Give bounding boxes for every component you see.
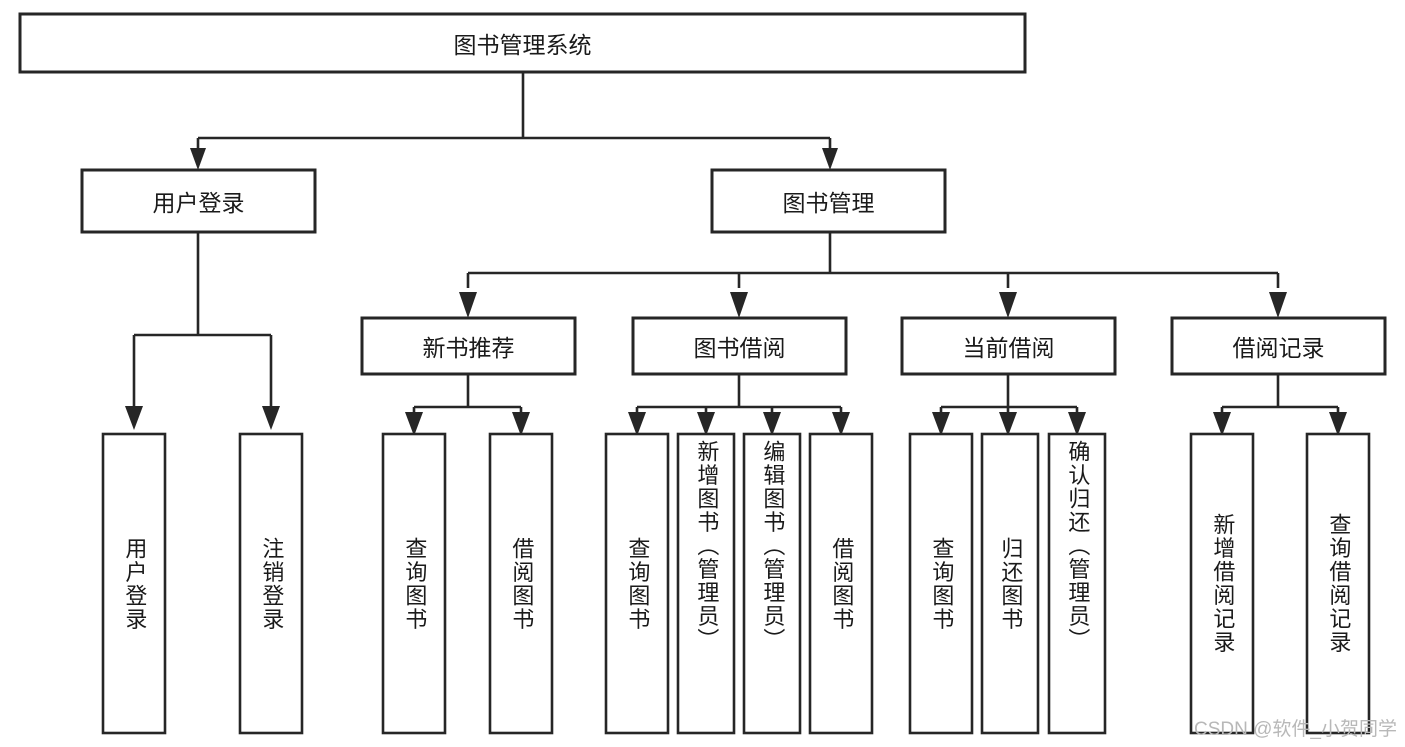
- node-box-book-borrow[interactable]: [631, 316, 848, 376]
- edge-book-borrow-trunk: [635, 374, 843, 414]
- arrow-new-book-leaf-1: [405, 412, 423, 436]
- node-box-leaf-add-record[interactable]: [1189, 432, 1255, 735]
- arrow-new-book-leaf-2: [512, 412, 530, 436]
- node-box-leaf-query-book-2[interactable]: [604, 432, 670, 735]
- arrow-borrow-record-leaf-2: [1329, 412, 1347, 436]
- arrow-book-manage-to-book-borrow: [730, 292, 748, 318]
- node-box-leaf-return-book[interactable]: [980, 432, 1040, 735]
- arrow-book-manage-to-borrow-record: [1269, 292, 1287, 318]
- node-box-borrow-record[interactable]: [1170, 316, 1387, 376]
- edge-borrow-record-trunk: [1220, 374, 1340, 414]
- edge-current-borrow-trunk: [939, 374, 1079, 414]
- node-box-new-book-recommend[interactable]: [360, 316, 577, 376]
- node-box-leaf-query-book-1[interactable]: [381, 432, 447, 735]
- edge-user-login-trunk: [132, 232, 273, 408]
- node-box-leaf-edit-book[interactable]: [742, 432, 802, 735]
- node-box-leaf-query-book-3[interactable]: [908, 432, 974, 735]
- node-box-book-manage[interactable]: [710, 168, 947, 234]
- arrow-book-borrow-leaf-1: [628, 412, 646, 436]
- node-box-root[interactable]: [18, 12, 1027, 74]
- node-box-leaf-confirm-return[interactable]: [1047, 432, 1107, 735]
- edge-book-manage-trunk: [466, 232, 1280, 288]
- arrow-root-to-user-login: [190, 148, 206, 170]
- node-box-leaf-borrow-book-1[interactable]: [488, 432, 554, 735]
- node-box-current-borrow[interactable]: [900, 316, 1117, 376]
- arrow-book-borrow-leaf-2: [697, 412, 715, 436]
- edge-new-book-trunk: [412, 374, 523, 414]
- csdn-watermark: CSDN @软件_小贺同学: [1194, 719, 1397, 740]
- arrow-current-borrow-leaf-2: [999, 412, 1017, 436]
- node-box-leaf-user-login[interactable]: [101, 432, 167, 735]
- arrow-book-manage-to-new-book: [459, 292, 477, 318]
- arrow-book-manage-to-current-borrow: [999, 292, 1017, 318]
- edge-root-trunk: [196, 72, 832, 158]
- node-box-user-login[interactable]: [80, 168, 317, 234]
- arrow-root-to-book-manage: [822, 148, 838, 170]
- arrow-borrow-record-leaf-1: [1213, 412, 1231, 436]
- arrow-current-borrow-leaf-1: [932, 412, 950, 436]
- node-box-leaf-borrow-book-2[interactable]: [808, 432, 874, 735]
- arrow-book-borrow-leaf-3: [763, 412, 781, 436]
- arrow-current-borrow-leaf-3: [1068, 412, 1086, 436]
- arrow-user-login-leaf-1: [125, 406, 143, 430]
- arrow-book-borrow-leaf-4: [832, 412, 850, 436]
- node-box-group: [18, 12, 1387, 735]
- arrow-user-login-leaf-2: [262, 406, 280, 430]
- edge-group: [125, 72, 1347, 436]
- node-box-leaf-query-record[interactable]: [1305, 432, 1371, 735]
- node-box-leaf-user-logout[interactable]: [238, 432, 304, 735]
- node-box-leaf-add-book[interactable]: [676, 432, 736, 735]
